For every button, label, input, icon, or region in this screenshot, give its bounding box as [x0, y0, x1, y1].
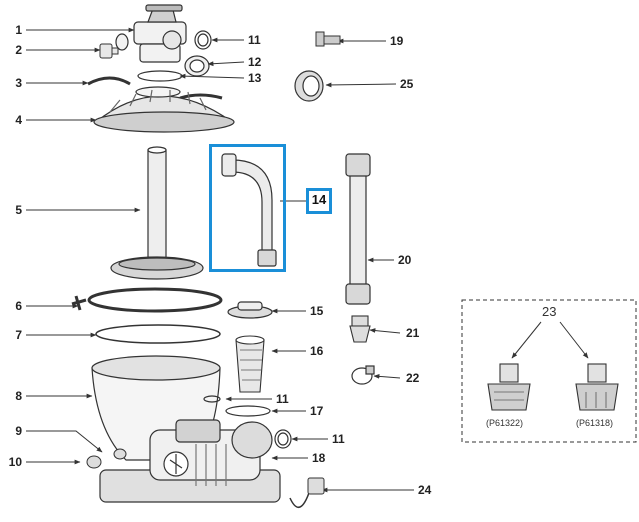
leader-lines — [26, 27, 589, 493]
highlight-box-14 — [209, 144, 286, 272]
tank-dome — [93, 86, 235, 133]
adapter-21 — [349, 315, 371, 343]
label-11-mid: 11 — [276, 392, 289, 406]
label-19: 19 — [390, 34, 404, 48]
label-8: 8 — [15, 389, 22, 403]
tank-clamp — [71, 287, 223, 313]
label-10: 10 — [8, 455, 22, 469]
o-ring-17 — [225, 405, 271, 417]
o-ring-pump — [274, 429, 292, 449]
label-12: 12 — [248, 55, 262, 69]
label-11-top: 11 — [248, 33, 261, 47]
union-nut — [184, 55, 210, 77]
tank-o-ring — [95, 324, 221, 344]
clamp-3 — [87, 76, 131, 86]
adapter-a — [487, 363, 531, 411]
drain-plug — [86, 448, 127, 469]
hose-clamp-22 — [351, 365, 375, 385]
label-5: 5 — [15, 203, 22, 217]
label-24: 24 — [418, 483, 432, 497]
label-21: 21 — [406, 326, 420, 340]
label-7: 7 — [15, 328, 22, 342]
pressure-gauge — [99, 43, 119, 59]
label-23: 23 — [542, 304, 557, 319]
label-14: 14 — [306, 188, 332, 214]
label-22: 22 — [406, 371, 420, 385]
inset-left-code: (P61322) — [486, 418, 524, 428]
label-16: 16 — [310, 344, 324, 358]
o-ring-top — [194, 30, 212, 50]
strainer-lid — [227, 301, 273, 319]
hose-nut-25 — [294, 70, 324, 102]
label-2: 2 — [15, 43, 22, 57]
label-6: 6 — [15, 299, 22, 313]
label-20: 20 — [398, 253, 412, 267]
label-18: 18 — [312, 451, 326, 465]
label-4: 4 — [15, 113, 22, 127]
strainer-basket — [235, 335, 265, 393]
multiport-valve — [115, 4, 187, 63]
label-13: 13 — [248, 71, 262, 85]
o-ring-mid — [203, 395, 221, 403]
inset-box — [461, 299, 637, 443]
inset-right-code: (P61318) — [576, 418, 614, 428]
hose-connector-19 — [315, 31, 341, 47]
label-25: 25 — [400, 77, 414, 91]
label-17: 17 — [310, 404, 324, 418]
o-ring-13 — [137, 70, 183, 82]
label-15: 15 — [310, 304, 324, 318]
pump-motor — [99, 419, 281, 503]
adapter-b — [575, 363, 619, 411]
label-3: 3 — [15, 76, 22, 90]
hose-14 — [221, 153, 277, 267]
label-1: 1 — [15, 23, 22, 37]
label-9: 9 — [15, 424, 22, 438]
lateral-assembly — [110, 146, 204, 280]
hose-20 — [345, 153, 371, 305]
label-11-pump: 11 — [332, 432, 345, 446]
